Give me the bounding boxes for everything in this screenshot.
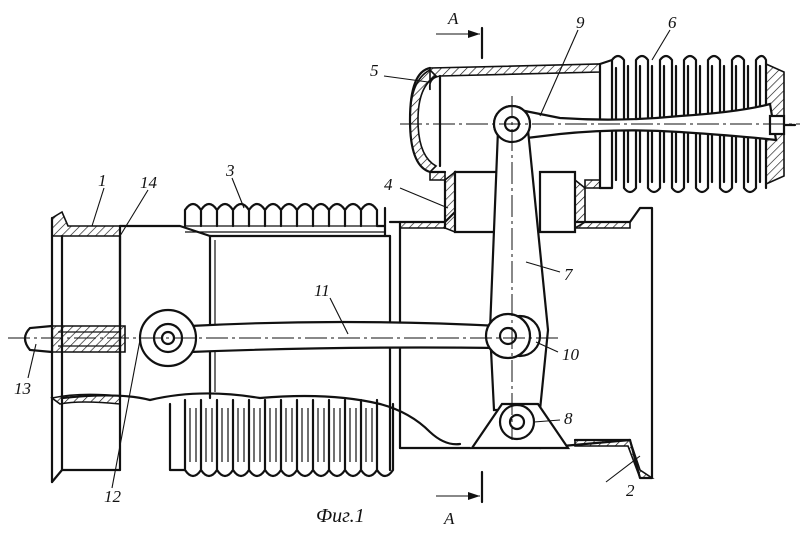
label-12: 12 <box>104 487 122 506</box>
section-marker-bottom: А <box>436 472 482 528</box>
label-11: 11 <box>314 281 330 300</box>
centre-lines <box>8 96 800 440</box>
label-2: 2 <box>626 481 635 500</box>
label-1: 1 <box>98 171 107 190</box>
label-13: 13 <box>14 379 31 398</box>
label-10: 10 <box>562 345 580 364</box>
label-6: 6 <box>668 13 677 32</box>
label-14: 14 <box>140 173 158 192</box>
label-3: 3 <box>225 161 235 180</box>
vertical-lever <box>472 106 568 448</box>
section-label-top: А <box>447 9 459 28</box>
figure-caption: Фиг.1 <box>316 505 365 527</box>
section-label-bottom: А <box>443 509 455 528</box>
label-5: 5 <box>370 61 379 80</box>
label-7: 7 <box>564 265 574 284</box>
left-axle <box>25 326 125 352</box>
leader-lines <box>28 30 670 488</box>
section-marker-top: А <box>436 9 482 58</box>
label-4: 4 <box>384 175 393 194</box>
label-9: 9 <box>576 13 585 32</box>
upper-bellows <box>120 204 390 236</box>
label-8: 8 <box>564 409 573 428</box>
upper-rod <box>494 104 795 142</box>
